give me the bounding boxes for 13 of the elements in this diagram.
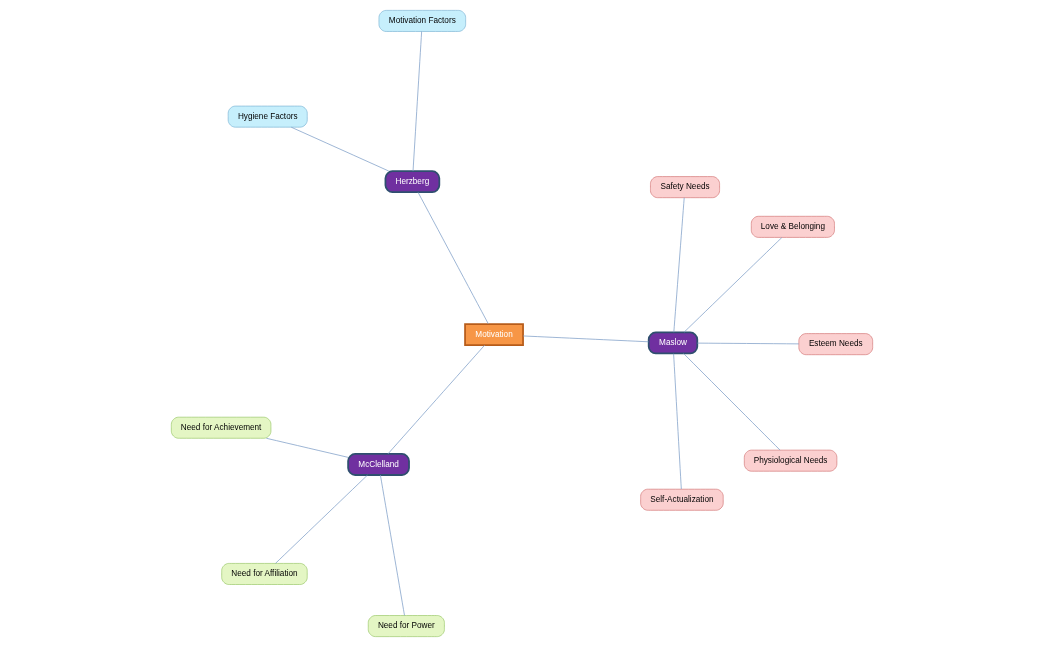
connector [683,353,781,451]
connector [275,474,368,564]
connector [522,335,649,343]
connector [387,344,485,455]
connector [673,197,685,333]
connector [290,126,390,172]
connector [673,353,682,490]
connector [417,192,489,325]
connector [380,474,405,616]
connector [412,31,423,172]
connector [683,237,783,333]
connector [697,342,800,345]
connector [265,437,349,458]
